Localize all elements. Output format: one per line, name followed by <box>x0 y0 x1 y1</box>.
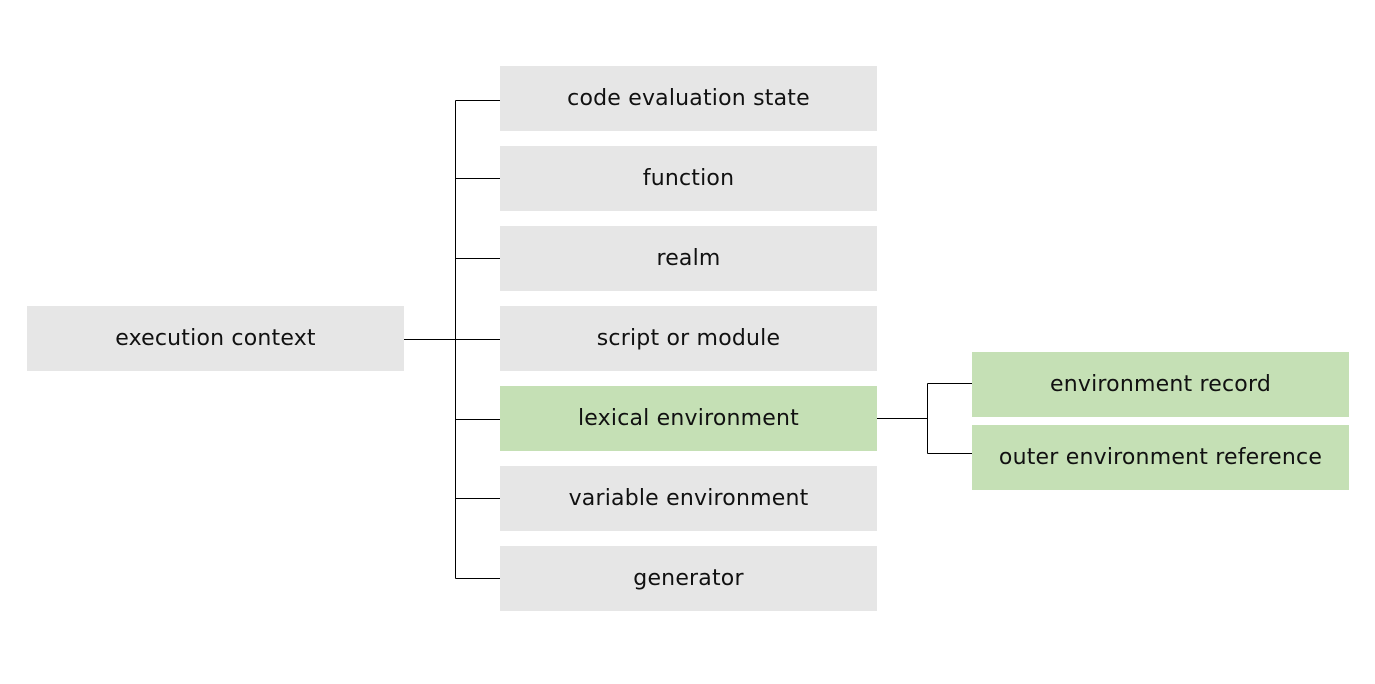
environment-record-label: environment record <box>1050 372 1271 397</box>
realm-box: realm <box>500 226 877 291</box>
variable-environment-label: variable environment <box>568 486 809 511</box>
script-or-module-box: script or module <box>500 306 877 371</box>
execution-context-box: execution context <box>27 306 404 371</box>
function-box: function <box>500 146 877 211</box>
code-evaluation-state-label: code evaluation state <box>567 86 810 111</box>
outer-environment-reference-box: outer environment reference <box>972 425 1349 490</box>
realm-label: realm <box>656 246 721 271</box>
generator-label: generator <box>633 566 744 591</box>
script-or-module-label: script or module <box>596 326 781 351</box>
generator-box: generator <box>500 546 877 611</box>
variable-environment-box: variable environment <box>500 466 877 531</box>
lexical-environment-label: lexical environment <box>578 406 799 431</box>
execution-context-label: execution context <box>115 326 316 351</box>
code-evaluation-state-box: code evaluation state <box>500 66 877 131</box>
function-label: function <box>642 166 735 191</box>
lexical-environment-box: lexical environment <box>500 386 877 451</box>
outer-environment-reference-label: outer environment reference <box>998 445 1323 470</box>
environment-record-box: environment record <box>972 352 1349 417</box>
